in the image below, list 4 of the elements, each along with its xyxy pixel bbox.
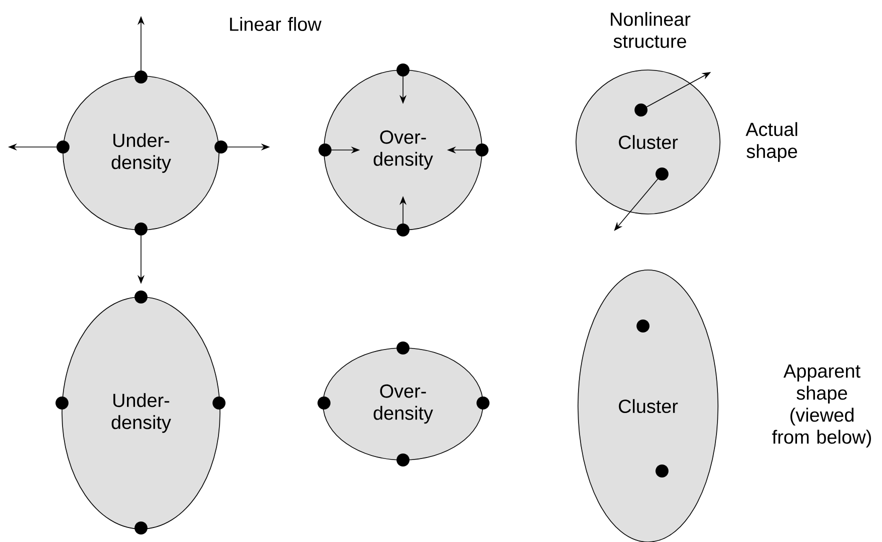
flow-caption: Nonlinear structure [610, 12, 690, 48]
shape-caption: Apparent shape (viewed from below) [772, 364, 871, 448]
shape-caption: Actual shape [746, 122, 798, 162]
flow-caption: Linear flow [230, 17, 322, 31]
